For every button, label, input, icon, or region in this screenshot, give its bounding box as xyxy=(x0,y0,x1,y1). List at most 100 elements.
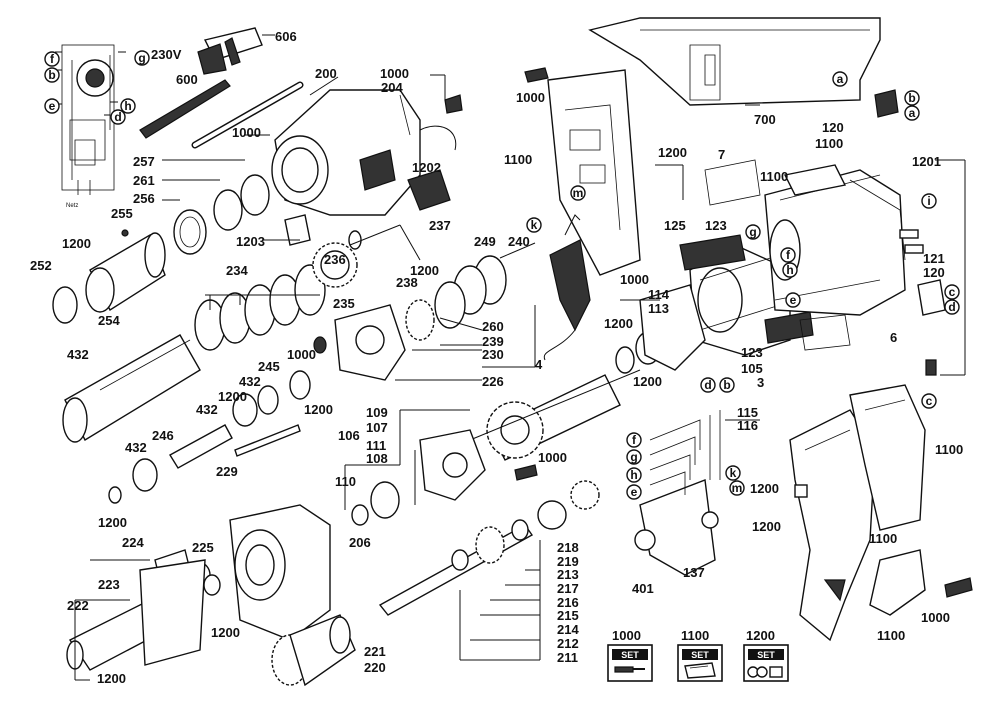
label-222: 222 xyxy=(67,598,89,613)
letter-g-3: g xyxy=(630,450,637,464)
label-1100-c: 1100 xyxy=(815,136,843,151)
motor-housing xyxy=(764,169,906,316)
wire-leads xyxy=(649,410,721,495)
bearing-plate-105 xyxy=(639,284,706,371)
label-137: 137 xyxy=(683,565,705,580)
label-7: 7 xyxy=(718,147,725,162)
letter-a-2: a xyxy=(909,106,916,120)
label-1000-f: 1000 xyxy=(538,450,567,465)
letter-c-1: c xyxy=(949,285,956,299)
label-239: 239 xyxy=(482,334,504,349)
set-1100-number: 1100 xyxy=(681,628,709,643)
label-236: 236 xyxy=(324,252,346,267)
label-105: 105 xyxy=(741,361,763,376)
set-1000-badge: SET xyxy=(621,650,639,660)
field-plate-123a xyxy=(679,234,746,271)
letter-d-2: d xyxy=(948,300,955,314)
label-115: 115 xyxy=(737,405,758,420)
label-221: 221 xyxy=(364,644,386,659)
label-606: 606 xyxy=(275,29,297,44)
letter-e-2: e xyxy=(790,293,797,307)
label-215: 215 xyxy=(557,608,579,623)
label-226: 226 xyxy=(482,374,504,389)
intermediate-shaft xyxy=(378,480,600,616)
cable xyxy=(543,239,591,361)
label-234: 234 xyxy=(226,263,248,278)
ring-252 xyxy=(52,286,78,324)
set-box-1000: SET xyxy=(607,644,653,682)
leader-lines xyxy=(74,74,966,681)
label-4: 4 xyxy=(535,357,543,372)
label-211: 211 xyxy=(557,650,578,665)
letter-h-3: h xyxy=(630,468,637,482)
label-200: 200 xyxy=(315,66,337,81)
handle-half-top xyxy=(547,69,641,276)
handle-half-left xyxy=(789,409,876,642)
label-1100-f: 1100 xyxy=(877,628,905,643)
letter-b-1: b xyxy=(48,68,55,82)
label-252: 252 xyxy=(30,258,52,273)
label-1200-h: 1200 xyxy=(633,374,662,389)
letter-e-3: e xyxy=(631,485,638,499)
letter-k-2: k xyxy=(730,466,737,480)
label-432-c: 432 xyxy=(196,402,218,417)
label-212: 212 xyxy=(557,636,579,651)
letter-b-2: b xyxy=(908,91,915,105)
handle-half-right xyxy=(849,384,926,531)
label-1000-g: 1000 xyxy=(921,610,950,625)
label-121: 121 xyxy=(923,251,945,266)
label-108: 108 xyxy=(366,451,388,466)
label-230v: 230V xyxy=(151,47,182,62)
armature xyxy=(469,369,641,461)
label-1000-b: 1000 xyxy=(380,66,409,81)
label-1100-e: 1100 xyxy=(869,531,897,546)
label-401: 401 xyxy=(632,581,654,596)
brush-holder-top xyxy=(874,89,899,118)
letter-m-2: m xyxy=(732,481,743,495)
label-113: 113 xyxy=(648,301,669,316)
drill-rod xyxy=(139,79,304,149)
label-114: 114 xyxy=(648,287,670,302)
label-123-a: 123 xyxy=(705,218,727,233)
label-213: 213 xyxy=(557,567,579,582)
label-120-b: 120 xyxy=(923,265,945,280)
gear-housing xyxy=(271,89,421,216)
letter-f-3: f xyxy=(632,433,637,447)
pin-229 xyxy=(234,424,301,457)
label-111: 111 xyxy=(366,438,386,453)
bearing-110 xyxy=(370,481,400,519)
label-1000-a: 1000 xyxy=(232,125,261,140)
label-254: 254 xyxy=(98,313,120,328)
label-204: 204 xyxy=(381,80,403,95)
label-261: 261 xyxy=(133,173,155,188)
label-116: 116 xyxy=(737,418,758,433)
set-1000-number: 1000 xyxy=(612,628,641,643)
label-224: 224 xyxy=(122,535,144,550)
label-1000-d: 1000 xyxy=(516,90,545,105)
screw-set-icon xyxy=(614,666,645,673)
label-240: 240 xyxy=(508,234,530,249)
chuck-adapter xyxy=(197,27,275,75)
letter-m-1: m xyxy=(573,186,584,200)
label-219: 219 xyxy=(557,554,579,569)
set-box-1200: SET xyxy=(743,644,789,682)
label-225: 225 xyxy=(192,540,214,555)
carrying-case xyxy=(588,17,881,106)
label-120-a: 120 xyxy=(822,120,844,135)
label-237: 237 xyxy=(429,218,451,233)
label-260: 260 xyxy=(482,319,504,334)
set-1200-number: 1200 xyxy=(746,628,775,643)
label-1200-j: 1200 xyxy=(752,519,781,534)
label-1203: 1203 xyxy=(236,234,265,249)
label-229: 229 xyxy=(216,464,238,479)
netz-label: Netz xyxy=(66,203,78,209)
label-1100-a: 1100 xyxy=(504,152,532,167)
label-plate xyxy=(783,164,847,196)
brush-holder-bottom xyxy=(917,279,946,316)
label-255: 255 xyxy=(111,206,133,221)
small-bushings xyxy=(232,336,327,427)
label-1200-e: 1200 xyxy=(98,515,127,530)
label-1200-l: 1200 xyxy=(97,671,126,686)
wiring-schematic: Netz xyxy=(55,44,126,209)
